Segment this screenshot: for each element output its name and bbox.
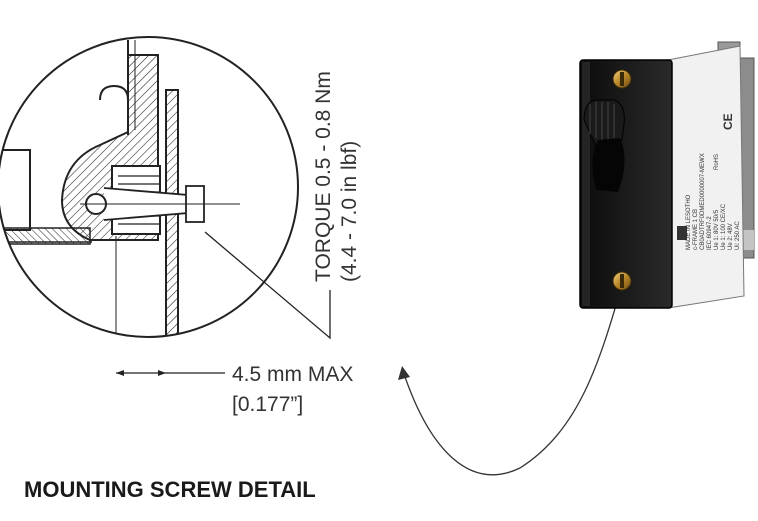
manufacturer-logo [677, 226, 687, 240]
cross-section-detail [0, 36, 299, 338]
circuit-breaker-illustration: MADE IN LESOTHO c-FRAME 1 CB CB0ADTRF0DM… [579, 41, 755, 309]
torque-line-1: TORQUE 0.5 - 0.8 Nm [312, 71, 335, 282]
torque-line-2: (4.4 - 7.0 in lbf) [338, 141, 361, 282]
device-label-line: CB0ADTRF0DMED0000007-MEWX [700, 153, 706, 250]
device-label-line: c-FRAME 1 CB [693, 209, 699, 250]
device-label-line: Ui: 250 AC [735, 221, 741, 250]
pointer-arrow [398, 284, 623, 476]
device-label-line: Ue 2: 48V [728, 223, 734, 250]
device-label-line: Ue 1: 80V 50/5 [714, 209, 720, 250]
dimension-line-2: [0.177”] [232, 393, 303, 416]
diagram-title: MOUNTING SCREW DETAIL [24, 477, 316, 502]
torque-leader-line [204, 231, 331, 340]
device-label-line: MADE IN LESOTHO [686, 194, 692, 250]
device-label-line: Ue 1: 100 CE/XC [721, 203, 727, 250]
ce-mark: CE [721, 113, 735, 130]
rohs-mark: RoHS [714, 154, 720, 170]
dimension-marker [116, 370, 225, 376]
torque-label: TORQUE 0.5 - 0.8 Nm (4.4 - 7.0 in lbf) [312, 71, 361, 282]
dimension-line-1: 4.5 mm MAX [232, 363, 353, 386]
device-label-line: IEC 60947-2 [707, 216, 713, 250]
